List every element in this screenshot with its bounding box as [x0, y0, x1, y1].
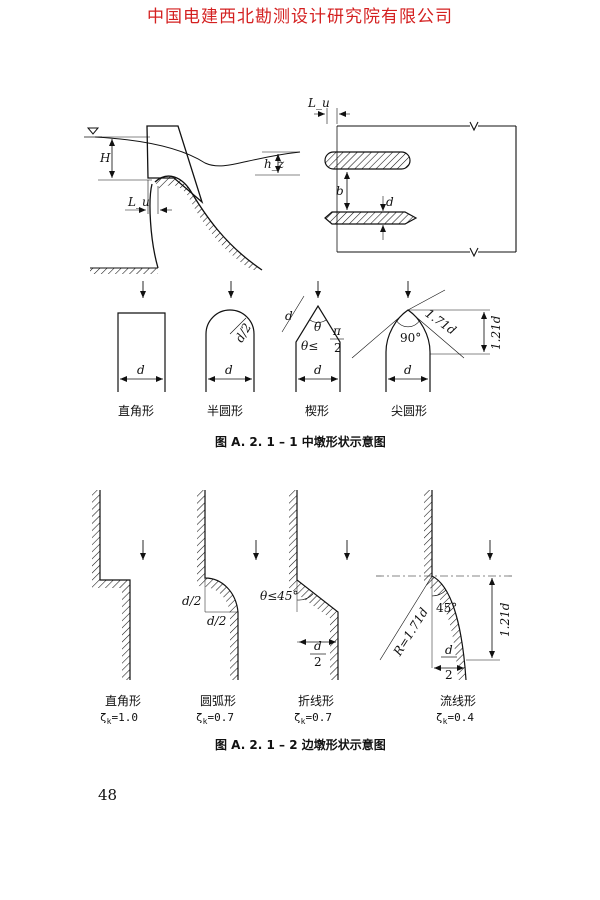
label-d-plan: d [386, 195, 394, 209]
pier-shape-rectangular [117, 312, 166, 392]
abut2-zeta: ζ [196, 711, 203, 724]
abut3-coef: ζk=0.7 [294, 711, 332, 726]
pier4-height: 1.21d [489, 315, 503, 350]
pier-shape-semicircular [205, 309, 255, 392]
abutment-shape-rectangular [92, 490, 131, 680]
abut2-label-b: d/2 [207, 614, 226, 628]
abut1-zeta: ζ [100, 711, 107, 724]
abut3-angle: θ≤45° [260, 589, 299, 603]
abutment-shape-round-arc [197, 490, 239, 680]
page-header: 中国电建西北勘测设计研究院有限公司 [0, 2, 600, 27]
abut2-value: =0.7 [207, 711, 234, 724]
pier1-name: 直角形 [118, 404, 154, 418]
pier4-dim: d [404, 363, 412, 377]
abut4-radius: R=1.71d [390, 605, 431, 659]
abut3-dim-den: 2 [314, 655, 322, 669]
org-name: 中国电建西北勘测设计研究院有限公司 [147, 7, 453, 27]
abut4-height: 1.21d [498, 602, 512, 637]
abut4-sub: k [443, 717, 448, 726]
pier2-radius: d/2 [232, 321, 254, 345]
abut3-dim-num: d [314, 639, 322, 653]
pier3-pi: π [332, 324, 342, 338]
abutment-shape-broken-line [289, 490, 339, 680]
pier3-name: 楔形 [305, 404, 329, 418]
abut3-value: =0.7 [305, 711, 332, 724]
pier3-side: d [285, 309, 293, 323]
dam-section-diagram [84, 125, 301, 274]
label-hz: h_z [264, 157, 285, 171]
abut1-value: =1.0 [111, 711, 138, 724]
abut4-zeta: ζ [436, 711, 443, 724]
pier4-name: 尖圆形 [391, 404, 427, 418]
abut3-sub: k [301, 717, 306, 726]
label-Lu: L_u [127, 195, 150, 209]
pier4-angle: 90° [400, 331, 421, 345]
pier3-theta: θ [314, 320, 322, 334]
abut4-value: =0.4 [447, 711, 474, 724]
label-H: H [99, 151, 111, 165]
abut2-sub: k [203, 717, 208, 726]
abut1-sub: k [107, 717, 112, 726]
pier2-dim: d [225, 363, 233, 377]
pier2-name: 半圆形 [207, 404, 243, 418]
abut3-name: 折线形 [298, 693, 334, 708]
abut2-coef: ζk=0.7 [196, 711, 234, 726]
label-Lu-top: L_u [307, 96, 330, 110]
abut3-zeta: ζ [294, 711, 301, 724]
flow-arrows-row2 [140, 540, 493, 560]
abut4-dim-num: d [445, 643, 453, 657]
pier3-condition: θ≤ [301, 339, 318, 353]
abutment-shape-streamlined [376, 490, 512, 681]
abut1-name: 直角形 [105, 694, 141, 708]
page-number: 48 [98, 786, 118, 804]
abut1-coef: ζk=1.0 [100, 711, 138, 726]
abut4-dim-den: 2 [445, 668, 453, 682]
pier1-dim: d [137, 363, 145, 377]
figure2-caption: 图 A. 2. 1 – 2 边墩形状示意图 [215, 737, 386, 752]
pier3-dim: d [314, 363, 322, 377]
pier4-radius: 1.71d [423, 306, 459, 337]
plan-view-diagram [314, 108, 517, 258]
pier-shape-pointed-arc [351, 289, 490, 392]
abut4-coef: ζk=0.4 [436, 711, 474, 726]
flow-arrows-row1 [140, 281, 411, 298]
abut4-name: 流线形 [440, 694, 476, 708]
pier-shape-wedge [281, 295, 344, 392]
abut2-name: 圆弧形 [200, 694, 236, 708]
figure1-caption: 图 A. 2. 1 – 1 中墩形状示意图 [215, 434, 386, 449]
abut4-angle: 45° [436, 601, 457, 615]
label-b: b [336, 184, 344, 198]
pier3-two: 2 [334, 341, 342, 355]
abut2-label-a: d/2 [182, 594, 201, 608]
